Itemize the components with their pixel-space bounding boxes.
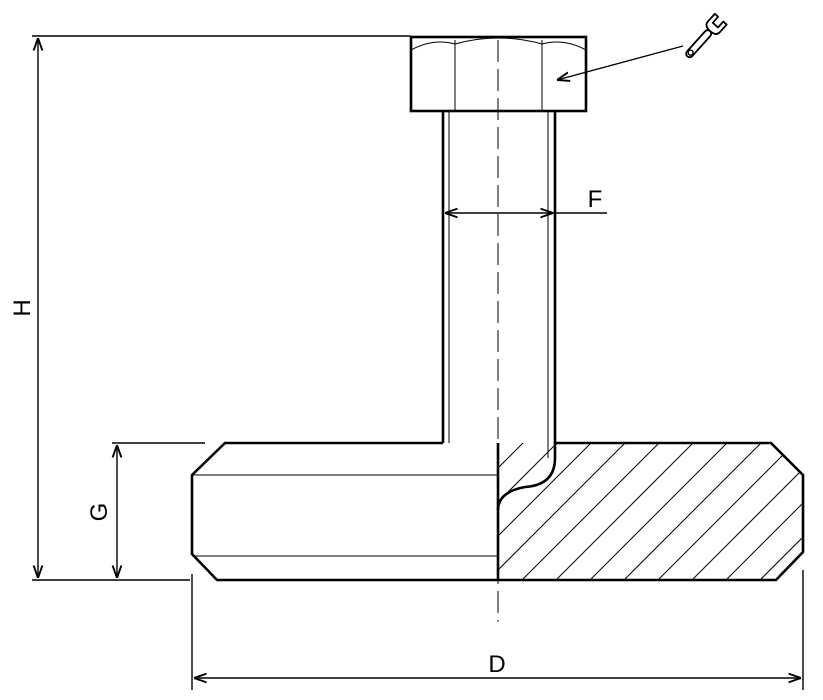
dimension-h: H <box>9 35 410 581</box>
section-hatching <box>498 443 803 580</box>
threaded-stem <box>441 111 557 511</box>
dimension-h-label: H <box>9 299 36 316</box>
dimension-d: D <box>191 570 804 690</box>
dimension-f: F <box>445 186 607 213</box>
dimension-f-label: F <box>588 186 603 213</box>
wrench-leader-line <box>557 45 684 80</box>
base-outline <box>190 441 805 582</box>
dimension-g: G <box>86 442 205 578</box>
wrench-icon <box>685 12 728 59</box>
dimension-g-label: G <box>86 503 113 522</box>
dimension-d-label: D <box>488 651 505 678</box>
